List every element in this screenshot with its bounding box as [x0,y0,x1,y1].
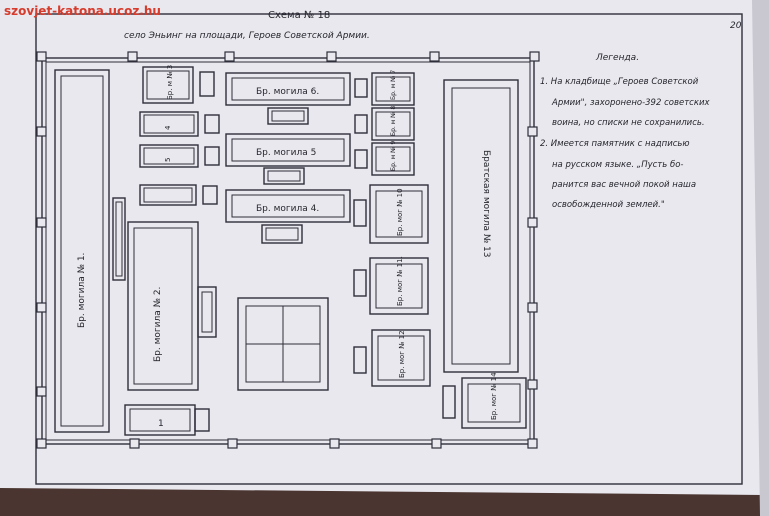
svg-text:Бр. могила 4.: Бр. могила 4. [256,204,319,214]
mass-grave-5-middle: Бр. могила 5 [225,133,351,185]
svg-text:Бр. мог № 11.: Бр. мог № 11. [396,256,404,306]
svg-text:Бр. м № 3: Бр. м № 3 [166,65,174,100]
cemetery-wall-inner [45,61,531,441]
wall-pillars [36,51,540,449]
svg-text:4: 4 [164,125,172,130]
svg-text:воина, но списки не сохранилис: воина, но списки не сохранились. [552,118,705,128]
svg-text:2. Имеется памятник с надписью: 2. Имеется памятник с надписью [540,139,690,149]
grave-small-1-marker [194,408,210,432]
svg-text:Бр. могила № 1.: Бр. могила № 1. [77,253,87,328]
svg-text:1. На кладбище „Героев Советск: 1. На кладбище „Героев Советской [540,77,699,87]
grave-5: 5 [139,144,220,168]
scheme-subtitle: село Эньинг на площади, Героев Советской… [124,31,370,41]
svg-text:Бр. м № 7: Бр. м № 7 [390,70,397,100]
scheme-title: Схема № 18 [268,10,330,21]
svg-text:Бр. могила № 2.: Бр. могила № 2. [153,287,163,362]
grave-10: Бр. мог № 10 [353,184,429,244]
legend: Легенда. 1. На кладбище „Героев Советско… [540,53,710,210]
svg-text:Бр. могила 5: Бр. могила 5 [256,148,316,158]
svg-text:ранится вас вечной покой наша: ранится вас вечной покой наша [551,180,696,190]
svg-text:Бр. м № 9: Бр. м № 9 [390,141,397,171]
legend-heading: Легенда. [595,53,639,63]
svg-text:освобожденной землей.": освобожденной землей." [552,200,665,210]
watermark: szovjet-katona.ucoz.hu [4,4,161,18]
grave-9: Бр. м № 9 [354,141,415,176]
cemetery-wall [41,57,535,445]
svg-text:Братская могила № 13: Братская могила № 13 [481,150,491,258]
grave-12: Бр. мог № 12 [353,329,431,387]
svg-text:Армии", захоронено-392 советск: Армии", захоронено-392 советских [551,98,710,108]
mass-grave-4-middle: Бр. могила 4. [225,189,351,244]
grave-7: Бр. м № 7 [354,70,415,106]
grave-11: Бр. мог № 11. [353,256,429,315]
outer-frame [35,13,743,485]
svg-text:5: 5 [164,158,172,162]
svg-text:Бр. м № 8: Бр. м № 8 [390,106,397,136]
svg-text:Бр. могила 6.: Бр. могила 6. [256,87,319,97]
svg-text:Бр. мог № 10: Бр. мог № 10 [396,188,404,236]
mass-grave-13: Братская могила № 13 [443,79,519,373]
grave-8: Бр. м № 8 [354,106,415,141]
side-strip [112,197,126,281]
grave-14: Бр. мог № 14 [442,372,527,429]
paper-shadow-bottom [0,488,769,516]
mass-grave-1: Бр. могила № 1. [54,69,110,433]
svg-text:Бр. мог № 14: Бр. мог № 14 [490,372,498,420]
svg-text:на русском языке. „Пусть бо-: на русском языке. „Пусть бо- [552,160,683,170]
grave-4: 4 [139,111,220,137]
paper-shadow-right [752,0,769,516]
grave-small-upper [139,184,218,206]
mass-grave-6: Бр. могила 6. [225,72,351,125]
svg-text:Бр. мог № 12: Бр. мог № 12 [398,330,406,378]
grave-3: Бр. м № 3 [142,65,215,104]
grave-2-marker [197,286,217,338]
svg-text:1: 1 [158,419,164,429]
page-number: 20 [730,21,742,31]
monument [237,297,329,391]
